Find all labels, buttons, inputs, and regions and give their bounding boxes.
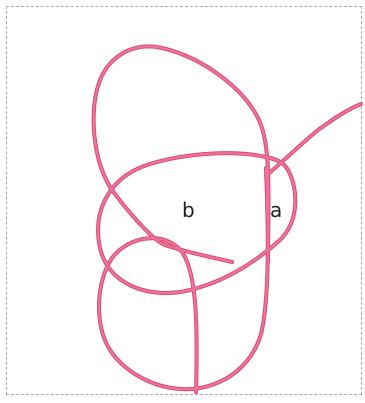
tail-curve — [266, 104, 361, 176]
region-label-a: a — [270, 200, 282, 220]
region-label-b: b — [182, 200, 195, 220]
